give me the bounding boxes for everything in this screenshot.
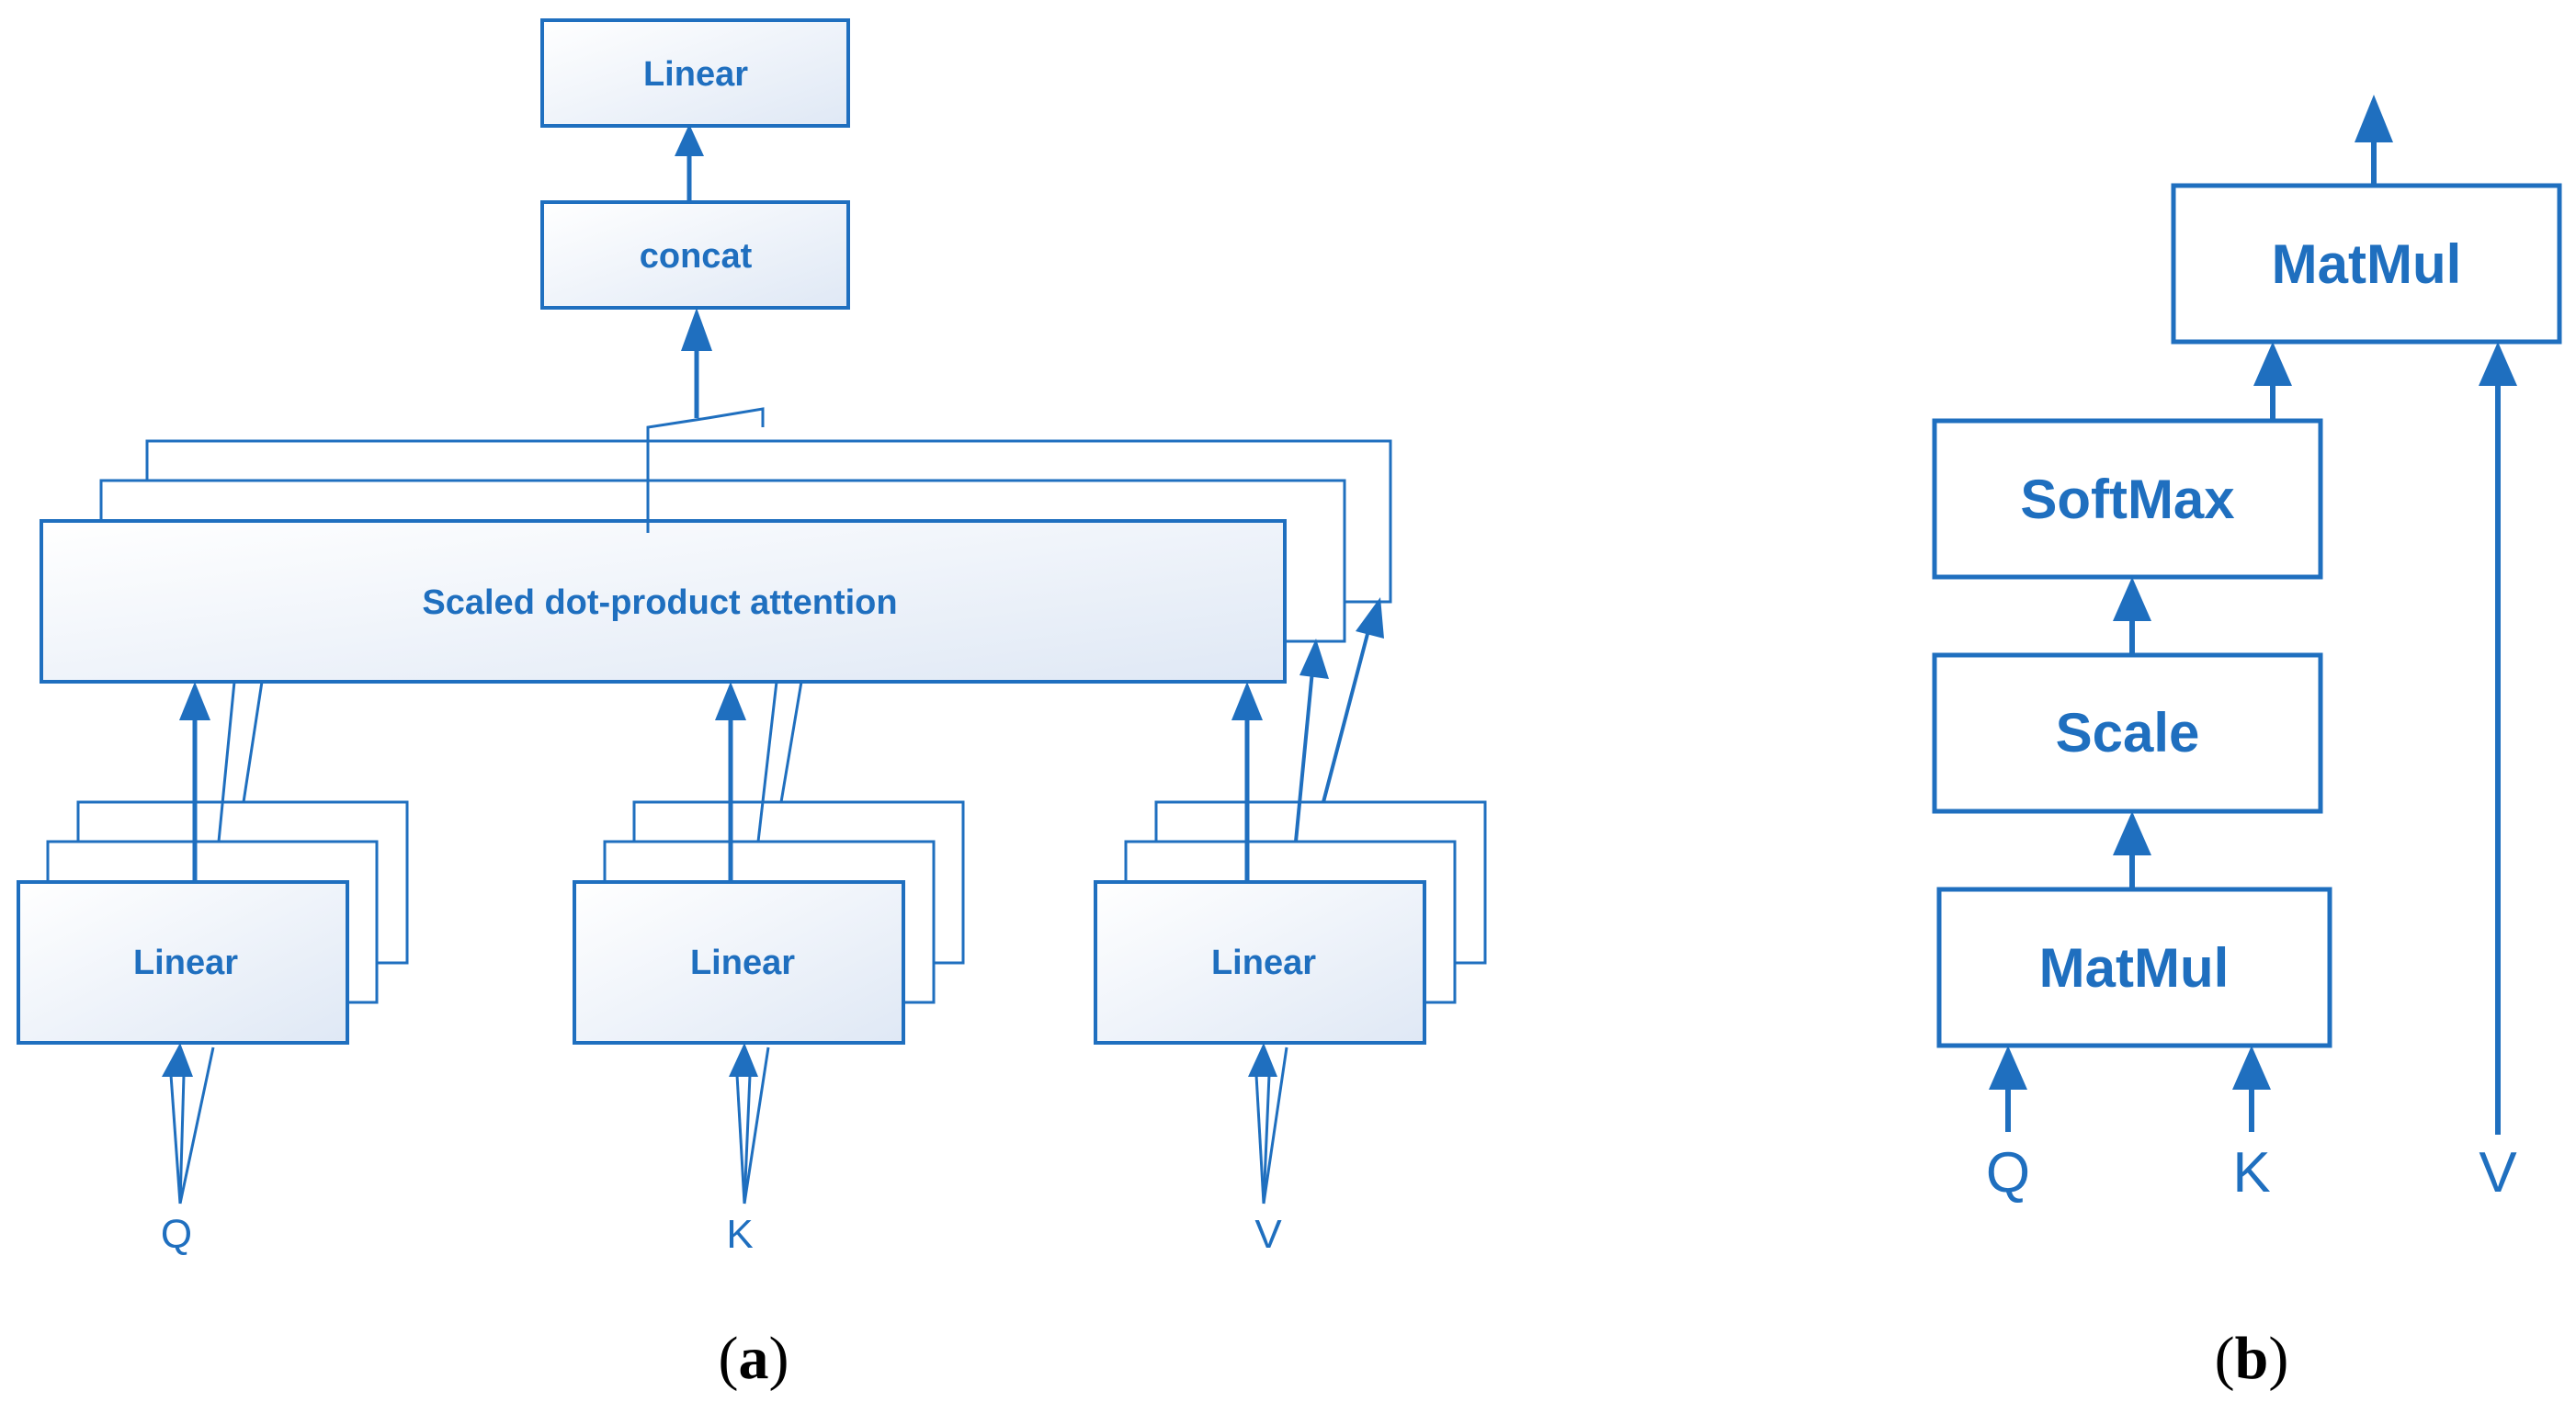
matmul-bottom-label: MatMul [2039,937,2230,999]
arrow-head [1989,1046,2027,1090]
arrow-head [2232,1046,2271,1090]
input-v-label: V [1254,1212,1282,1257]
input-q-label: Q [161,1212,192,1257]
matmul-top-box [2171,183,2562,345]
top-linear-box [540,18,850,128]
softmax-label: SoftMax [2020,469,2234,530]
arrow-head [1231,682,1263,720]
matmul-top-label: MatMul [2272,233,2462,295]
arrow-head [2355,95,2393,142]
softmax-box [1932,418,2323,580]
arrow-head [2113,811,2151,855]
arrow-head [162,1043,193,1077]
arrow-head [675,124,704,156]
input-k-label: K [726,1212,753,1257]
arrow-head [179,682,210,720]
linear-q-box-front [17,880,349,1045]
scale-box [1932,652,2323,814]
arrow-head [1356,597,1384,639]
panel-a [17,18,1487,1205]
arrow-head [1248,1043,1277,1077]
linear-v-box-front [1094,880,1426,1045]
arrow-head [2479,342,2517,386]
input-q-label-b: Q [1986,1141,2030,1205]
concat-label: concat [640,237,753,276]
attention-label: Scaled dot-product attention [422,583,897,622]
scale-label: Scale [2056,702,2200,764]
input-k-label-b: K [2232,1141,2270,1205]
input-v-label-b: V [2479,1141,2517,1205]
panel-b [1932,95,2562,1135]
arrow-head [729,1043,758,1077]
top-linear-label: Linear [643,55,748,94]
arrow-head [1299,639,1329,679]
attention-box-front [40,519,1287,684]
arrow-head [715,682,746,720]
arrow-head [681,308,712,351]
panel-b-caption: (b) [2215,1325,2289,1392]
concat-box [540,200,850,310]
linear-v-label: Linear [1211,944,1316,982]
arrow-head [2253,342,2292,386]
linear-k-label: Linear [690,944,795,982]
panel-a-caption: (a) [719,1325,789,1392]
linear-k-box-front [573,880,905,1045]
arrow-head [2113,577,2151,621]
linear-q-label: Linear [133,944,238,982]
